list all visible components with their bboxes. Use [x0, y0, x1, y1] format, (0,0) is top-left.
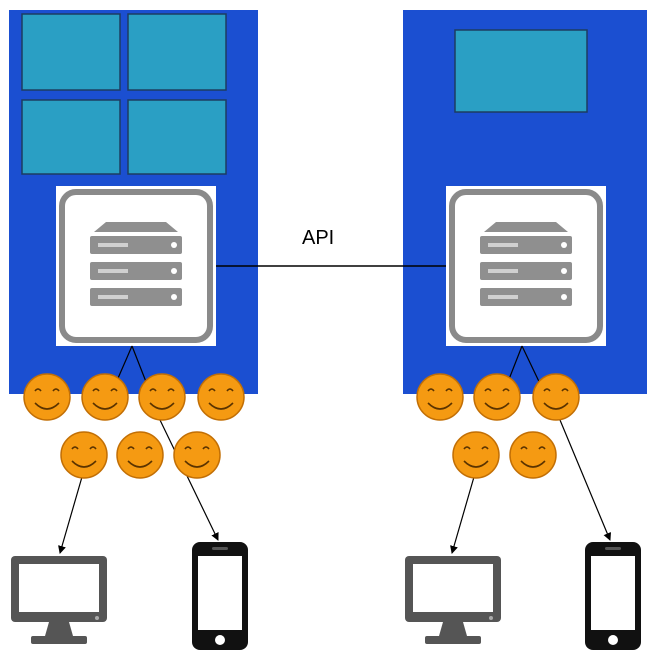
app-panel[interactable] — [454, 29, 588, 113]
arrow-to-desktop — [58, 469, 85, 554]
api-label: API — [302, 227, 334, 249]
user-icon[interactable] — [532, 373, 580, 421]
user-icon[interactable] — [81, 373, 129, 421]
user-icon[interactable] — [173, 431, 221, 479]
arrow-to-desktop — [450, 469, 477, 554]
user-icon[interactable] — [60, 431, 108, 479]
user-icon[interactable] — [452, 431, 500, 479]
smartphone-icon[interactable] — [585, 542, 641, 650]
server-rack-icon[interactable] — [446, 186, 606, 346]
server-rack-icon[interactable] — [56, 186, 216, 346]
left-system — [9, 10, 258, 394]
user-icon[interactable] — [23, 373, 71, 421]
desktop-monitor-icon[interactable] — [11, 556, 107, 644]
user-icon[interactable] — [473, 373, 521, 421]
user-icon[interactable] — [138, 373, 186, 421]
app-panel[interactable] — [127, 99, 227, 175]
user-icon[interactable] — [416, 373, 464, 421]
smartphone-icon[interactable] — [192, 542, 248, 650]
app-panel[interactable] — [21, 99, 121, 175]
app-panel[interactable] — [127, 13, 227, 91]
app-panel[interactable] — [21, 13, 121, 91]
right-system — [403, 10, 647, 394]
user-icon[interactable] — [197, 373, 245, 421]
right-users — [416, 373, 580, 479]
arrow-to-phone — [559, 419, 611, 541]
user-icon[interactable] — [509, 431, 557, 479]
arrow-to-phone — [159, 419, 219, 541]
desktop-monitor-icon[interactable] — [405, 556, 501, 644]
user-icon[interactable] — [116, 431, 164, 479]
